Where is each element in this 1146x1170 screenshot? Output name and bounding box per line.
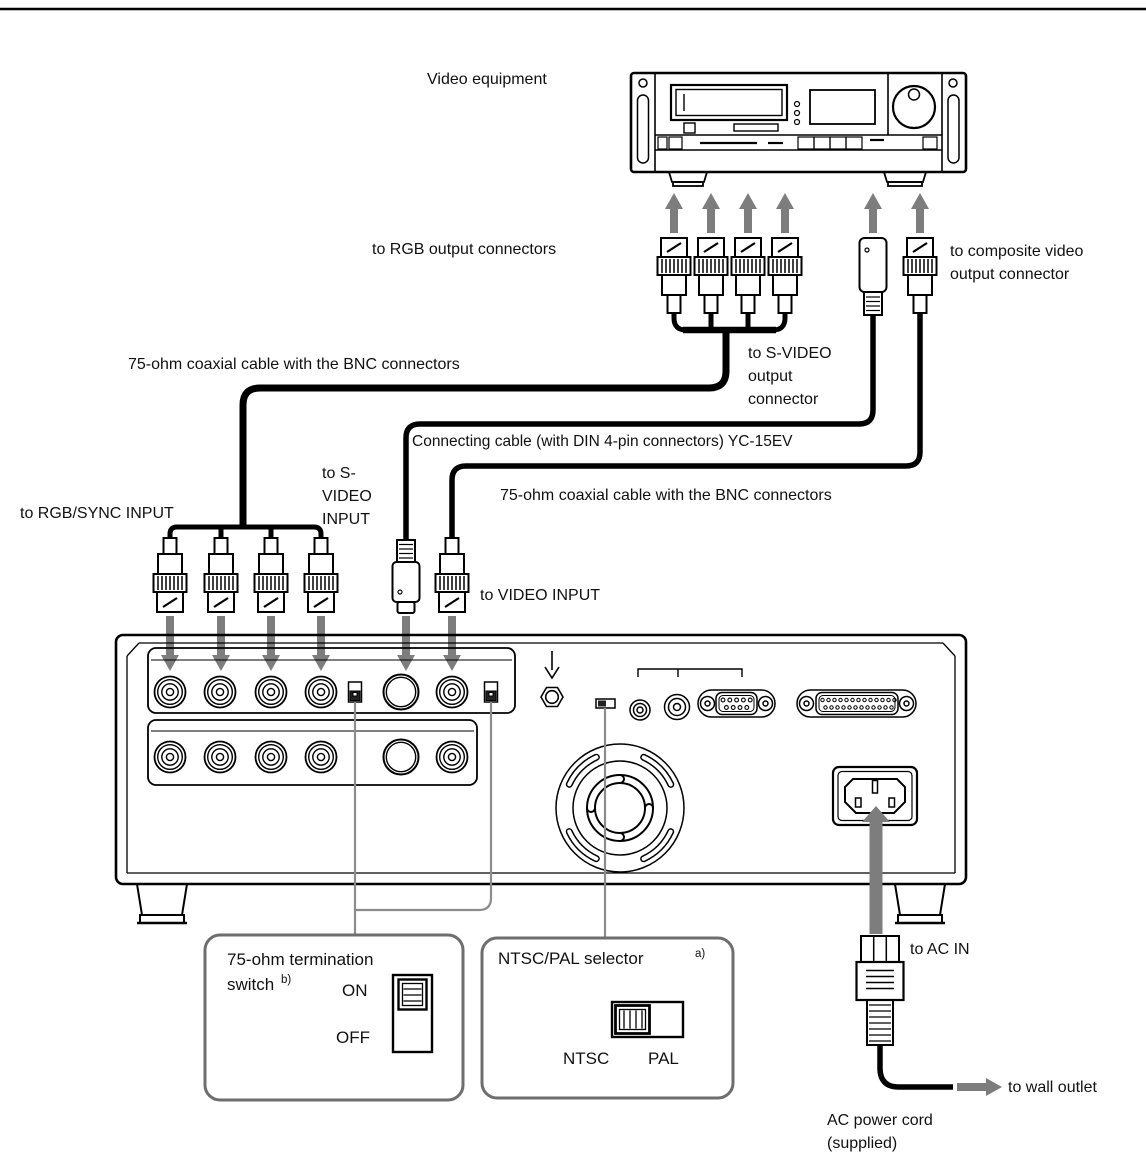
bnc-connector-icon [902, 236, 938, 315]
bnc-connector-icon [203, 536, 239, 614]
label-to-wall-outlet: to wall outlet [1008, 1079, 1097, 1096]
bnc-connector-icon [693, 236, 729, 315]
display-window [809, 89, 876, 125]
label-coax-top: 75-ohm coaxial cable with the BNC connec… [128, 356, 460, 373]
arrow-up-icon [665, 193, 683, 233]
label-to-svideo-out-1: to S-VIDEO [748, 345, 832, 362]
svideo-cable [403, 315, 876, 541]
callout-termination-superscript: b) [281, 974, 291, 986]
bnc-jack-icon [203, 740, 237, 774]
label-to-svideo-in-3: INPUT [322, 511, 370, 528]
s-video-jack-icon [382, 673, 420, 711]
input-row-1 [147, 647, 516, 714]
label-to-composite-2: output connector [950, 266, 1070, 283]
callout-ntsc-pal-superscript: a) [695, 948, 705, 960]
lower-connectors [152, 536, 470, 614]
arrow-up-icon [911, 193, 929, 233]
callout-leader-lines [353, 702, 607, 938]
video-equipment-illustration [629, 71, 968, 187]
label-to-svideo-in-2: VIDEO [322, 488, 372, 505]
bnc-jack-icon [304, 740, 338, 774]
label-connecting-cable: Connecting cable (with DIN 4-pin connect… [412, 433, 793, 450]
label-to-video-input: to VIDEO INPUT [480, 587, 600, 604]
panel-foot [893, 883, 947, 925]
fan-icon [555, 743, 685, 873]
slide-switch-icon [391, 973, 434, 1054]
arrow-up-icon [864, 193, 882, 233]
callout-ntsc-label: NTSC [563, 1049, 609, 1068]
callout-termination-off: OFF [336, 1028, 370, 1047]
callout-termination-label-2: switch [227, 975, 274, 994]
cassette-slot [669, 83, 789, 122]
termination-switch-icon [347, 681, 363, 703]
s-video-plug-icon [391, 539, 421, 614]
bnc-connector-icon [656, 236, 692, 315]
arrow-up-icon [739, 193, 757, 233]
s-video-jack-icon [382, 738, 420, 776]
bnc-jack-icon [435, 675, 469, 709]
arrow-up-icons [665, 193, 929, 233]
bnc-jack-icon [153, 740, 187, 774]
bnc-jack-icon [254, 740, 288, 774]
dsub9-connector-icon [697, 689, 776, 718]
callout-termination-switch [203, 933, 465, 1102]
label-coax-bottom: 75-ohm coaxial cable with the BNC connec… [500, 487, 832, 504]
callout-termination-label-1: 75-ohm termination [227, 950, 373, 969]
termination-switch-icon [483, 681, 499, 703]
bnc-jack-icon [153, 675, 187, 709]
input-row-2 [147, 719, 478, 786]
bnc-connector-icon [434, 536, 470, 614]
arrow-right-icon [957, 1078, 1002, 1096]
label-ac-power-cord-1: AC power cord [827, 1112, 933, 1129]
label-to-composite-1: to composite video [950, 243, 1084, 260]
minijack-icon [629, 699, 651, 721]
upper-connectors [656, 236, 938, 316]
bnc-connector-icon [303, 536, 339, 614]
arrow-up-icon [862, 806, 890, 934]
bnc-connector-icon [253, 536, 289, 614]
label-ac-power-cord-2: (supplied) [827, 1135, 897, 1152]
callout-ntsc-pal-label: NTSC/PAL selector [498, 949, 644, 968]
label-to-svideo-out-2: output [748, 368, 793, 385]
bnc-jack-icon [435, 740, 469, 774]
equipment-foot [882, 171, 928, 183]
bnc-jack-icon [203, 675, 237, 709]
video-coax-cable [449, 313, 923, 540]
cables [167, 310, 923, 541]
bnc-jack-icon [254, 675, 288, 709]
label-to-svideo-out-3: connector [748, 391, 819, 408]
arrow-up-icon [702, 193, 720, 233]
bnc-connector-icon [730, 236, 766, 315]
label-to-rgb-output: to RGB output connectors [372, 241, 556, 258]
s-video-plug-icon [858, 237, 888, 316]
group-bracket [637, 668, 743, 677]
label-to-svideo-in-1: to S- [322, 465, 356, 482]
jog-dial [891, 84, 937, 130]
power-cord-cable [877, 1045, 953, 1090]
slide-switch-icon [610, 1000, 685, 1039]
rgb-coax-cable [239, 330, 730, 527]
ntsc-pal-switch-icon [595, 698, 616, 709]
minijack-icon [663, 693, 691, 721]
callout-termination-on: ON [342, 981, 368, 1000]
callout-ntsc-pal-selector [480, 936, 735, 1100]
label-video-equipment: Video equipment [427, 71, 547, 88]
ground-terminal-icon [540, 651, 564, 708]
equipment-foot [667, 171, 709, 183]
rear-panel [114, 633, 968, 925]
bnc-jack-icon [304, 675, 338, 709]
panel-foot [135, 883, 189, 925]
bnc-connector-icon [152, 536, 188, 614]
label-to-ac-in: to AC IN [910, 941, 970, 958]
dsub25-connector-icon [796, 689, 917, 718]
ac-power-plug-icon [855, 935, 953, 1090]
bnc-connector-icon [767, 236, 803, 315]
callout-pal-label: PAL [648, 1049, 679, 1068]
label-to-rgb-sync-input: to RGB/SYNC INPUT [20, 505, 174, 522]
arrow-up-icon [776, 193, 794, 233]
